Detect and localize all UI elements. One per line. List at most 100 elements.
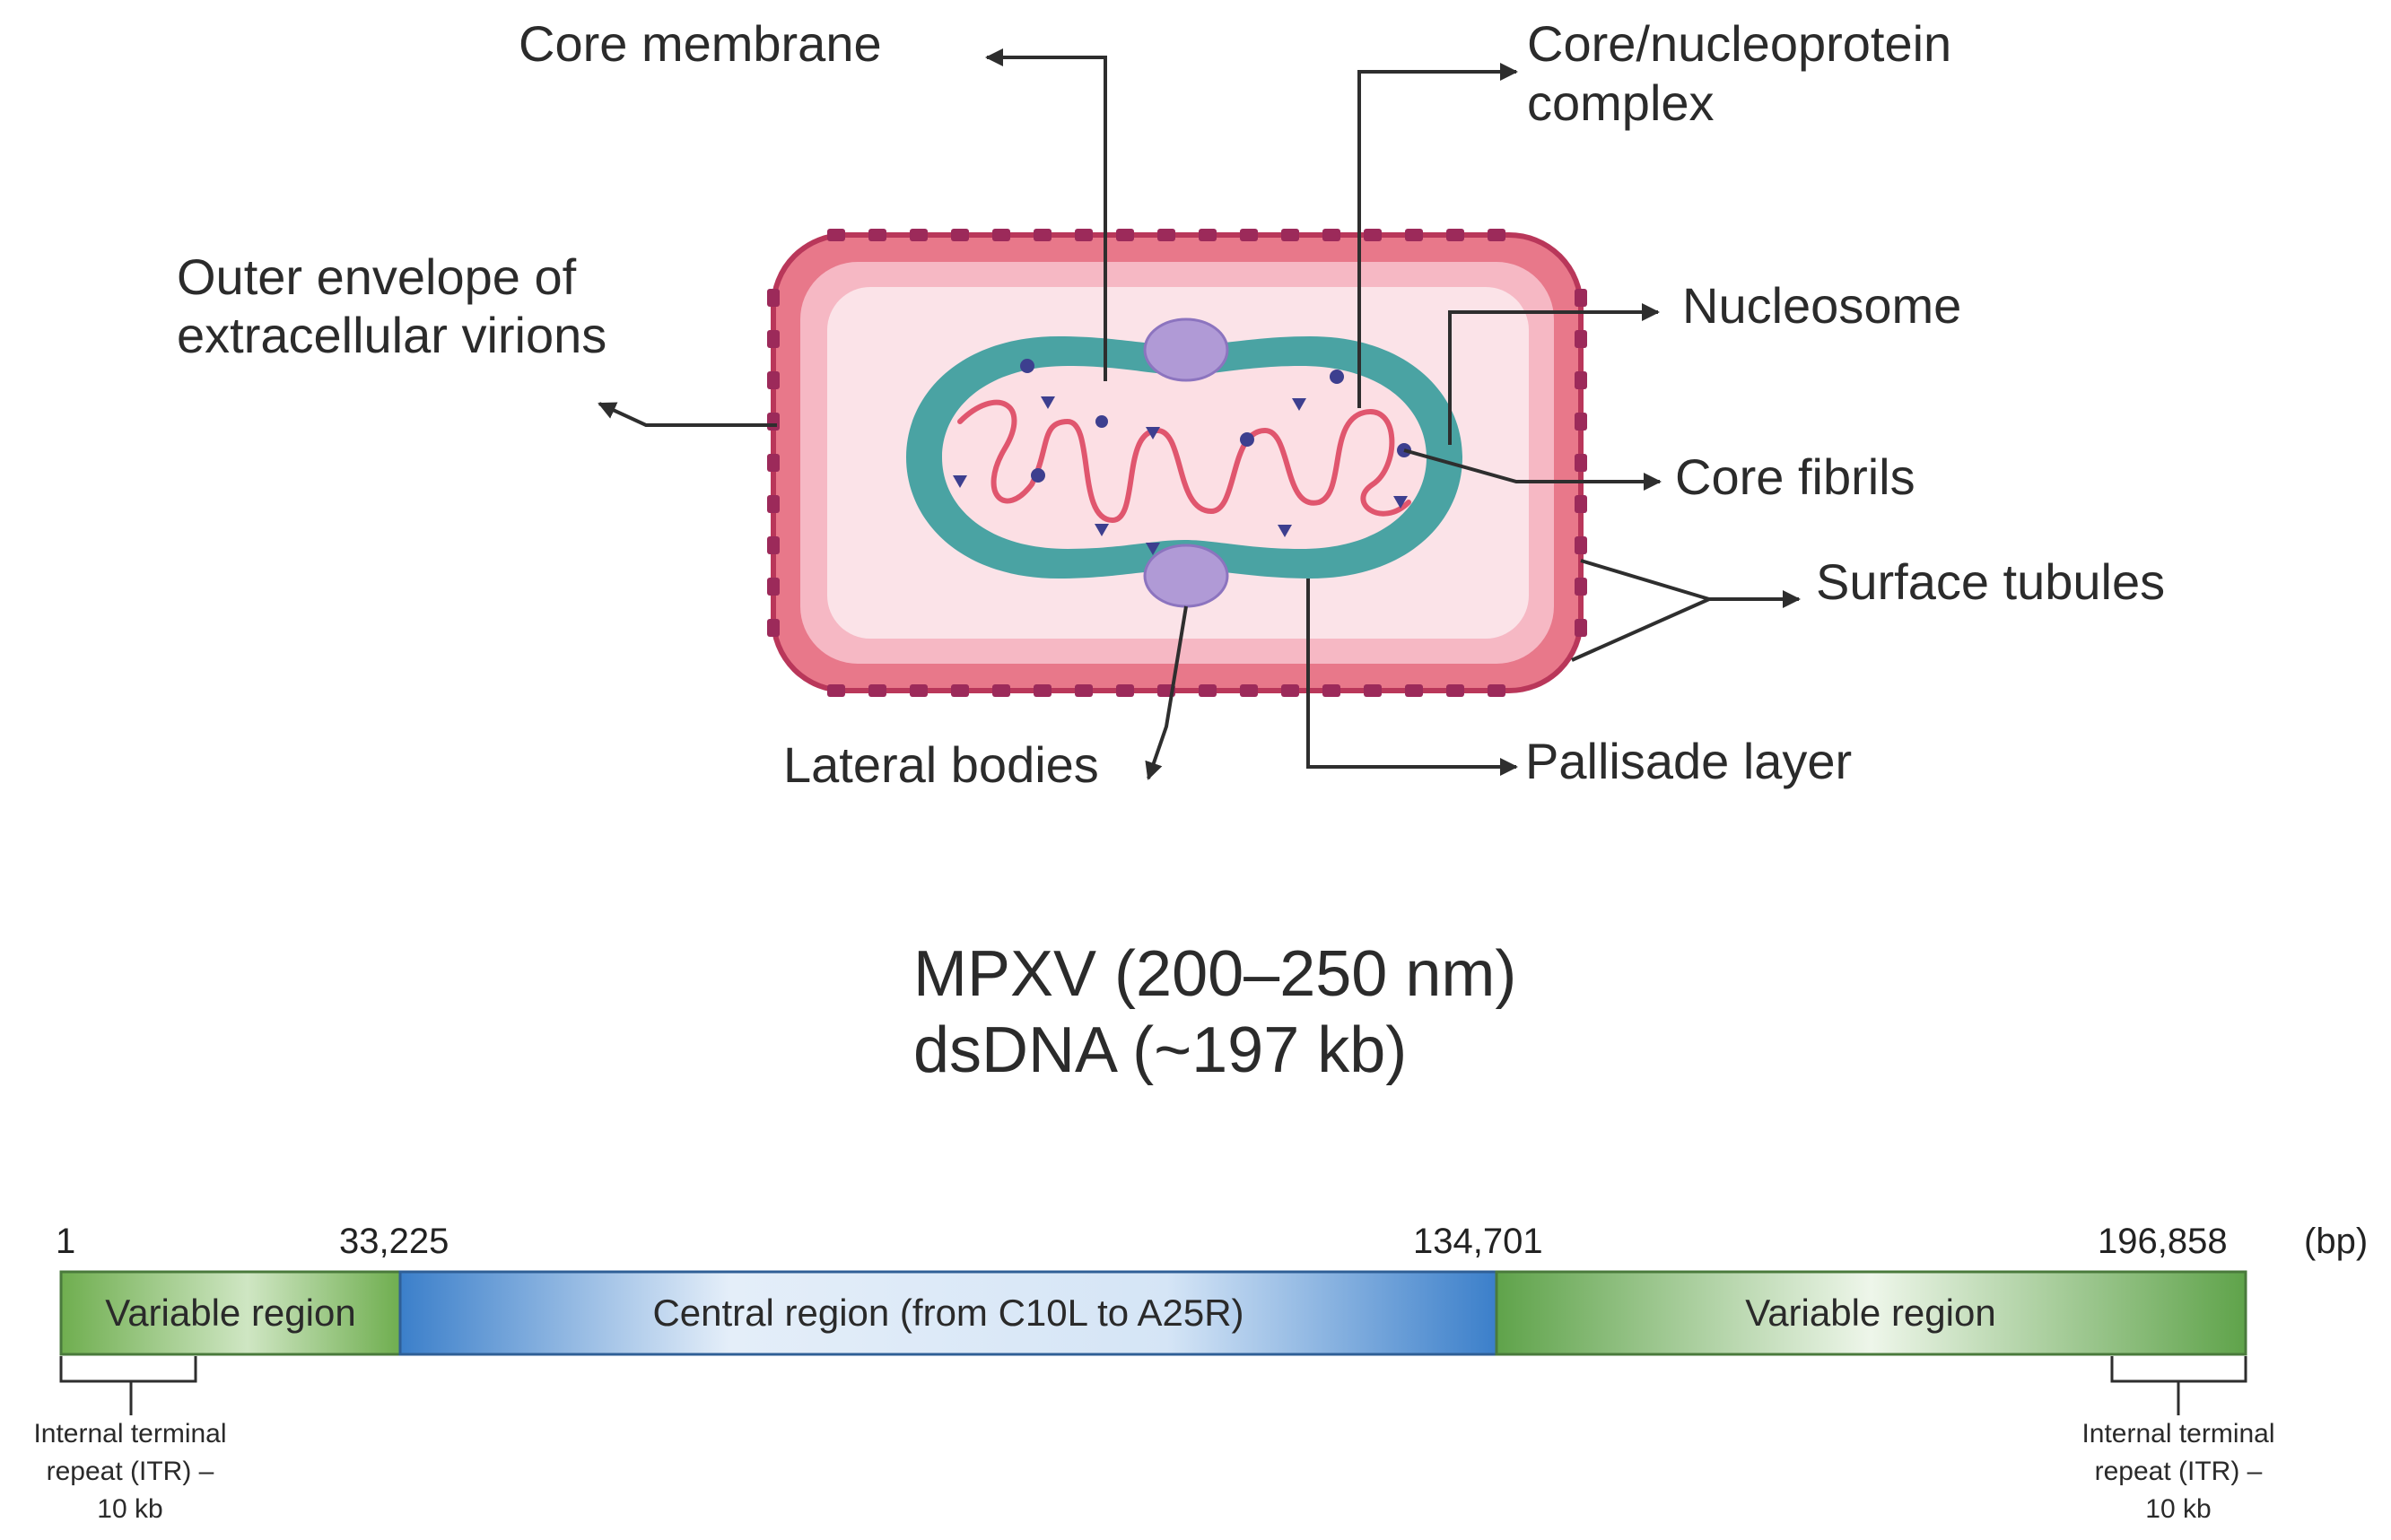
surface-tubule	[1575, 413, 1587, 431]
surface-tubule	[868, 229, 886, 241]
label-core-fibrils: Core fibrils	[1675, 448, 1915, 505]
label-core-nucleoprotein-line2: complex	[1527, 74, 1715, 131]
surface-tubule	[951, 684, 969, 697]
surface-tubule	[951, 229, 969, 241]
surface-tubule	[767, 536, 780, 554]
surface-tubule	[1075, 684, 1093, 697]
label-lateral-bodies: Lateral bodies	[783, 736, 1099, 793]
leader-outer-envelope	[598, 402, 777, 427]
surface-tubule	[1034, 229, 1052, 241]
surface-tubule	[1405, 229, 1423, 241]
leader-core-nucleoprotein	[1357, 63, 1518, 408]
core-fibril-dna	[957, 399, 1411, 524]
surface-tubule	[827, 229, 845, 241]
surface-tubule	[1575, 330, 1587, 348]
surface-tubule	[910, 684, 928, 697]
callout-labels: Core membrane Core/nucleoprotein complex…	[177, 15, 2165, 793]
lateral-body-top	[1143, 318, 1229, 382]
surface-tubule	[767, 619, 780, 637]
itr-right-line2: repeat (ITR) –	[2095, 1457, 2263, 1486]
surface-tubule	[1240, 229, 1258, 241]
variable-region-right-bar	[1495, 1270, 2247, 1356]
coord-start: 1	[56, 1222, 75, 1261]
surface-tubule	[1281, 684, 1299, 697]
surface-tubule	[1322, 684, 1340, 697]
nucleosome-markers	[1020, 359, 1411, 483]
surface-tubule	[767, 454, 780, 472]
label-surface-tubules: Surface tubules	[1816, 553, 2165, 610]
surface-tubule	[1405, 684, 1423, 697]
surface-tubule	[992, 684, 1010, 697]
surface-tubule	[767, 289, 780, 307]
surface-tubule	[910, 229, 928, 241]
surface-tubule	[1199, 684, 1217, 697]
surface-tubule	[1575, 289, 1587, 307]
variable-region-left-bar	[59, 1270, 402, 1356]
surface-tubule	[1575, 371, 1587, 389]
surface-tubule	[1116, 229, 1134, 241]
caption-line-1: MPXV (200–250 nm)	[913, 938, 1516, 1010]
label-pallisade-layer: Pallisade layer	[1525, 733, 1852, 789]
leader-surface-tubule-upper	[1580, 559, 1710, 601]
core-membrane	[942, 366, 1427, 549]
itr-right-bracket	[2110, 1356, 2247, 1415]
surface-tubule	[1116, 684, 1134, 697]
surface-tubule	[827, 684, 845, 697]
surface-tubule	[1446, 684, 1464, 697]
surface-tubule	[1364, 684, 1382, 697]
surface-tubule	[1157, 229, 1175, 241]
itr-right-line3: 10 kb	[2145, 1494, 2211, 1524]
surface-tubule	[767, 578, 780, 596]
surface-tubule	[1488, 229, 1505, 241]
itr-left-line2: repeat (ITR) –	[47, 1457, 214, 1486]
surface-tubule	[1364, 229, 1382, 241]
leader-core-fibrils	[1403, 448, 1662, 491]
core-triangle-markers	[953, 396, 1408, 555]
surface-tubule	[1488, 684, 1505, 697]
surface-tubule	[1575, 578, 1587, 596]
surface-tubule	[1575, 619, 1587, 637]
label-outer-envelope-line2: extracellular virions	[177, 307, 606, 363]
label-core-nucleoprotein-line1: Core/nucleoprotein	[1527, 15, 1951, 72]
surface-tubule	[1240, 684, 1258, 697]
callout-leaders	[598, 48, 1801, 780]
coord-134701: 134,701	[1413, 1222, 1543, 1261]
coord-end: 196,858	[2098, 1222, 2228, 1261]
virion-illustration	[767, 229, 1587, 697]
surface-tubule	[1322, 229, 1340, 241]
surface-tubule	[1281, 229, 1299, 241]
leader-surface-tubule-lower	[1571, 597, 1710, 662]
itr-right-line1: Internal terminal	[2081, 1419, 2274, 1449]
surface-tubule	[1575, 495, 1587, 513]
leader-lateral-bodies	[1145, 605, 1188, 780]
surface-tubule	[767, 495, 780, 513]
central-region-label: Central region (from C10L to A25R)	[652, 1292, 1243, 1334]
surface-tubule	[868, 684, 886, 697]
genome-map: 1 33,225 134,701 196,858 (bp) Variable r…	[33, 1222, 2368, 1524]
label-outer-envelope-line1: Outer envelope of	[177, 248, 577, 305]
itr-left-bracket	[59, 1356, 197, 1415]
surface-tubule	[767, 413, 780, 431]
coord-unit: (bp)	[2304, 1222, 2368, 1261]
surface-tubule	[1575, 454, 1587, 472]
surface-tubule	[767, 330, 780, 348]
lateral-body-bottom	[1143, 544, 1229, 608]
leader-core-membrane	[985, 48, 1107, 381]
itr-left-line3: 10 kb	[97, 1494, 162, 1524]
surface-tubule	[1075, 229, 1093, 241]
label-nucleosome: Nucleosome	[1682, 277, 1961, 334]
leader-nucleosome	[1448, 303, 1660, 445]
surface-tubule	[992, 229, 1010, 241]
variable-region-right-label: Variable region	[1745, 1292, 1995, 1334]
variable-region-left-label: Variable region	[105, 1292, 355, 1334]
figure-caption: MPXV (200–250 nm) dsDNA (~197 kb)	[913, 938, 1516, 1086]
caption-line-2: dsDNA (~197 kb)	[913, 1014, 1407, 1086]
surface-tubule	[767, 371, 780, 389]
label-core-membrane: Core membrane	[519, 15, 882, 72]
surface-tubule	[1575, 536, 1587, 554]
surface-tubule	[1034, 684, 1052, 697]
surface-tubule	[1199, 229, 1217, 241]
surface-tubule	[1446, 229, 1464, 241]
coord-33225: 33,225	[339, 1222, 449, 1261]
